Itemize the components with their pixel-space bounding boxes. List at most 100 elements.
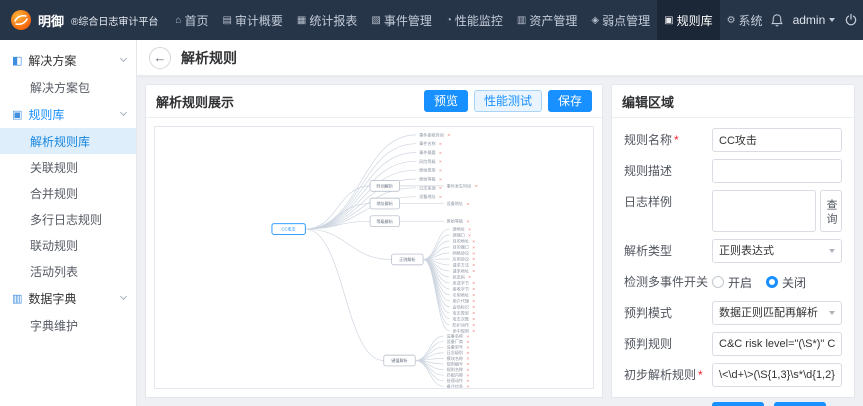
radio-option-on[interactable]: 开启 (712, 274, 752, 291)
delete-node-icon[interactable]: × (472, 239, 475, 245)
delete-node-icon[interactable]: × (439, 168, 442, 174)
initial-parse-rule-input[interactable] (712, 363, 842, 387)
log-sample-textarea[interactable] (712, 190, 816, 232)
back-button[interactable]: ← (149, 46, 171, 69)
delete-node-icon[interactable]: × (466, 345, 469, 351)
event-icon: ▧ (371, 14, 381, 26)
prejudge-mode-label: 预判模式 (624, 306, 673, 320)
nav-item-label: 首页 (184, 13, 209, 28)
save-button[interactable]: 保存 (547, 90, 592, 112)
right-panel-header: 编辑区域 (612, 85, 854, 118)
rule-desc-input[interactable] (712, 159, 842, 183)
nav-item-audit-summary[interactable]: ▤审计概要 (215, 0, 289, 40)
top-navigation-bar: 明御®综合日志审计平台 ⌂首页▤审计概要▦统计报表▧事件管理◔性能监控▥资产管理… (0, 0, 863, 40)
prejudge-mode-select[interactable]: 数据正则匹配再解析 (712, 301, 842, 325)
sidebar-section-rule-library[interactable]: ▣规则库 (0, 100, 136, 128)
user-menu[interactable]: admin (793, 13, 836, 27)
tree-leaf-label: 事件发生时间 (447, 182, 472, 188)
sidebar-item-activity-list[interactable]: 活动列表 (30, 264, 79, 279)
delete-node-icon[interactable]: × (472, 251, 475, 257)
delete-node-icon[interactable]: × (472, 245, 475, 251)
delete-node-icon[interactable]: × (472, 281, 475, 287)
delete-node-icon[interactable]: × (472, 317, 475, 323)
delete-node-icon[interactable]: × (439, 141, 442, 147)
sidebar-section-data-dictionary[interactable]: ▥数据字典 (0, 284, 136, 312)
delete-node-icon[interactable]: × (439, 150, 442, 156)
delete-node-icon[interactable]: × (472, 305, 475, 311)
nav-item-rule-library[interactable]: ▣规则库 (657, 0, 720, 40)
rule-name-input[interactable] (712, 128, 842, 152)
delete-node-icon[interactable]: × (466, 373, 469, 379)
tree-leaf-label: 接收字节 (452, 285, 468, 291)
delete-node-icon[interactable]: × (472, 293, 475, 299)
parse-button[interactable]: 解析 (774, 402, 827, 406)
initial-parse-rule-label: 初步解析规则* (624, 368, 703, 382)
nav-item-event-management[interactable]: ▧事件管理 (364, 0, 438, 40)
modify-button[interactable]: 修改 (712, 402, 765, 406)
delete-node-icon[interactable]: × (439, 194, 442, 200)
nav-item-weakness-management[interactable]: ◈弱点管理 (584, 0, 657, 40)
nav-item-home[interactable]: ⌂首页 (168, 0, 215, 40)
delete-node-icon[interactable]: × (472, 323, 475, 329)
delete-node-icon[interactable]: × (472, 269, 475, 275)
delete-node-icon[interactable]: × (466, 351, 469, 357)
chevron-down-icon (119, 292, 128, 301)
tree-leaf-label: 日志级别 (447, 349, 463, 355)
prejudge-rule-input[interactable] (712, 332, 842, 356)
nav-item-statistics-report[interactable]: ▦统计报表 (290, 0, 364, 40)
delete-node-icon[interactable]: × (466, 334, 469, 340)
delete-node-icon[interactable]: × (466, 219, 469, 225)
rule-tree-canvas: 事件接收时间×事件名称×事件摘要×风险等级×原始类型×原始等级×日志来源×设备地… (154, 126, 594, 389)
delete-node-icon[interactable]: × (472, 311, 475, 317)
delete-node-icon[interactable]: × (466, 356, 469, 362)
sidebar-item-association-rules[interactable]: 关联规则 (30, 160, 79, 175)
performance-test-button[interactable]: 性能测试 (473, 90, 542, 112)
sidebar-item-linkage-rules[interactable]: 联动规则 (30, 238, 79, 253)
delete-node-icon[interactable]: × (447, 133, 450, 139)
nav-item-label: 统计报表 (309, 13, 358, 28)
delete-node-icon[interactable]: × (475, 184, 478, 190)
delete-node-icon[interactable]: × (468, 227, 471, 233)
delete-node-icon[interactable]: × (472, 299, 475, 305)
sidebar-item-dictionary-maintenance[interactable]: 字典维护 (30, 318, 79, 333)
sidebar: ◧解决方案解决方案包 ▣规则库解析规则库关联规则合并规则多行日志规则联动规则活动列… (0, 40, 137, 406)
delete-node-icon[interactable]: × (466, 339, 469, 345)
delete-node-icon[interactable]: × (472, 263, 475, 269)
delete-node-icon[interactable]: × (472, 287, 475, 293)
delete-node-icon[interactable]: × (466, 367, 469, 373)
rule-desc-label: 规则描述 (624, 164, 673, 178)
preview-button[interactable]: 预览 (423, 90, 468, 112)
delete-node-icon[interactable]: × (468, 275, 471, 281)
tree-link (305, 203, 371, 230)
delete-node-icon[interactable]: × (466, 362, 469, 368)
tree-leaf-label: 状态码 (452, 273, 464, 279)
delete-node-icon[interactable]: × (466, 384, 469, 388)
delete-node-icon[interactable]: × (472, 329, 475, 335)
delete-node-icon[interactable]: × (466, 201, 469, 207)
delete-node-icon[interactable]: × (439, 177, 442, 183)
delete-node-icon[interactable]: × (439, 186, 442, 192)
sidebar-item-multiline-log-rules[interactable]: 多行日志规则 (30, 212, 103, 227)
sidebar-section-solution[interactable]: ◧解决方案 (0, 46, 136, 74)
tree-root-node[interactable] (271, 223, 306, 235)
tree-link (305, 228, 392, 260)
nav-item-asset-management[interactable]: ▥资产管理 (510, 0, 584, 40)
radio-option-off[interactable]: 关闭 (766, 274, 806, 291)
nav-item-performance-monitor[interactable]: ◔性能监控 (439, 0, 510, 40)
nav-item-label: 弱点管理 (602, 13, 651, 28)
delete-node-icon[interactable]: × (468, 233, 471, 239)
parse-type-select[interactable]: 正则表达式 (712, 239, 842, 263)
delete-node-icon[interactable]: × (439, 159, 442, 165)
delete-node-icon[interactable]: × (472, 257, 475, 263)
bell-icon[interactable] (770, 13, 784, 28)
delete-node-icon[interactable]: × (466, 379, 469, 385)
tree-leaf-label: 模块名称 (447, 355, 463, 361)
rule-edit-form: 规则名称* 规则描述 日志样例 查询 解析类型 正则表达式 检测多事 (612, 118, 854, 406)
sidebar-item-solution-package[interactable]: 解决方案包 (30, 80, 91, 95)
nav-item-system[interactable]: ⚙系统 (720, 0, 770, 40)
sidebar-item-merge-rules[interactable]: 合并规则 (30, 186, 79, 201)
query-button[interactable]: 查询 (820, 190, 842, 232)
tree-leaf-label: 备注信息 (447, 383, 463, 388)
sidebar-item-parse-rule-library[interactable]: 解析规则库 (0, 128, 136, 154)
power-icon[interactable] (844, 13, 858, 27)
